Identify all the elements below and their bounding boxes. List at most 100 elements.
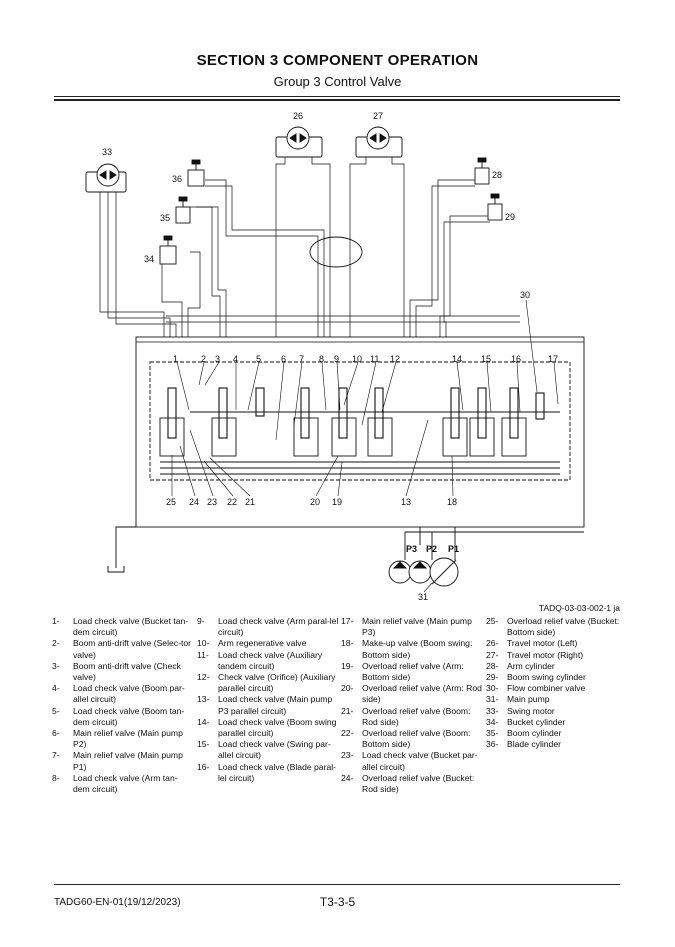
legend-item-text: Main pump xyxy=(507,694,550,705)
header-rule-thick xyxy=(54,99,620,101)
legend-item-number: 8- xyxy=(52,772,60,783)
legend-item-number: 30- xyxy=(486,683,499,694)
legend-item-text: Load check valve (Boom par-allel circuit… xyxy=(73,683,185,705)
legend-item-text: Boom anti-drift valve (Selec-tor valve) xyxy=(73,638,191,660)
blade-cylinder xyxy=(187,159,205,187)
callout-19: 19 xyxy=(332,497,342,507)
callout-15: 15 xyxy=(481,354,491,364)
callout-1: 1 xyxy=(173,354,178,364)
legend-item-text: Swing motor xyxy=(507,705,555,716)
callout-28: 28 xyxy=(492,170,502,180)
legend-item-text: Boom swing cylinder xyxy=(507,672,586,683)
main-pump xyxy=(388,557,459,587)
callout-16: 16 xyxy=(511,354,521,364)
actuator-lines xyxy=(99,150,584,343)
legend-item-number: 24- xyxy=(341,772,354,783)
legend-item-number: 11- xyxy=(197,649,209,660)
legend-item-text: Load check valve (Bucket tan-dem circuit… xyxy=(73,616,189,638)
legend-item: 30-Flow combiner valve xyxy=(486,683,628,694)
figure-id: TADQ-03-03-002-1 ja xyxy=(538,603,620,613)
legend-item: 19-Overload relief valve (Arm: Bottom si… xyxy=(341,661,483,683)
callout-5: 5 xyxy=(256,354,261,364)
legend-item: 6-Main relief valve (Main pump P2) xyxy=(52,728,194,750)
legend-item: 21-Overload relief valve (Boom: Rod side… xyxy=(341,706,483,728)
boom-swing-cylinder xyxy=(487,193,503,221)
callout-17: 17 xyxy=(548,354,558,364)
legend-item: 11-Load check valve (Auxiliary tandem ci… xyxy=(197,650,339,672)
legend-item: 13-Load check valve (Main pump P3 parall… xyxy=(197,694,339,716)
legend-item-text: Boom anti-drift valve (Check valve) xyxy=(73,660,181,683)
legend-item-number: 27- xyxy=(486,649,499,660)
legend-column-1: 1-Load check valve (Bucket tan-dem circu… xyxy=(52,616,194,795)
pump-labels: P3 P2 P1 xyxy=(406,544,459,554)
legend-item-number: 17- xyxy=(341,616,354,626)
legend-item: 20-Overload relief valve (Arm: Rod side) xyxy=(341,683,483,705)
legend-item-text: Overload relief valve (Bucket: Bottom si… xyxy=(507,616,620,638)
legend-item-number: 22- xyxy=(341,728,354,739)
legend-item-text: Arm cylinder xyxy=(507,660,555,671)
legend-item: 7- Main relief valve (Main pump P1) xyxy=(52,750,194,772)
legend-item-text: Load check valve (Boom tan-dem circuit) xyxy=(73,705,185,727)
legend-item-number: 18- xyxy=(341,638,354,649)
legend-item: 29-Boom swing cylinder xyxy=(486,672,628,683)
legend-item-text: Main relief valve (Main pump P1) xyxy=(73,750,183,772)
callout-18: 18 xyxy=(447,497,457,507)
legend-item: 5-Load check valve (Boom tan-dem circuit… xyxy=(52,706,194,728)
legend-item: 22- Overload relief valve (Boom: Bottom s… xyxy=(341,728,483,750)
legend-item-number: 6- xyxy=(52,728,60,739)
legend-item-number: 7- xyxy=(52,750,60,761)
control-valve-housing xyxy=(135,336,585,528)
callout-35: 35 xyxy=(160,213,170,223)
pump-label-p2: P2 xyxy=(426,544,437,554)
legend-item-number: 36- xyxy=(486,739,499,750)
legend-item: 26-Travel motor (Left) xyxy=(486,638,628,649)
legend-item-text: Overload relief valve (Boom: Bottom side… xyxy=(362,728,471,750)
travel-motor-left xyxy=(275,126,323,158)
legend-item: 1-Load check valve (Bucket tan-dem circu… xyxy=(52,616,194,638)
tank-drain-line xyxy=(115,526,136,568)
callout-22: 22 xyxy=(227,497,237,507)
callout-4: 4 xyxy=(233,354,238,364)
callout-labels: 1 2 3 4 5 6 7 8 9 10 11 12 13 14 15 16 1… xyxy=(102,111,558,602)
callout-25: 25 xyxy=(166,497,176,507)
legend-item-number: 4- xyxy=(52,683,60,694)
legend-column-2: 9-Load check valve (Arm paral-lel circui… xyxy=(197,616,339,784)
callout-13: 13 xyxy=(401,497,411,507)
legend-item: 24-Overload relief valve (Bucket: Rod si… xyxy=(341,773,483,795)
legend-item-text: Arm regenerative valve xyxy=(218,638,307,649)
legend-item-number: 28- xyxy=(486,660,499,671)
swing-motor xyxy=(85,163,127,193)
legend-item-text: Travel motor (Right) xyxy=(507,649,584,660)
legend-item-number: 10- xyxy=(197,638,210,649)
callout-24: 24 xyxy=(189,497,199,507)
legend-item: 34-Bucket cylinder xyxy=(486,717,628,728)
section-title: SECTION 3 COMPONENT OPERATION xyxy=(196,52,479,69)
legend-item-number: 9- xyxy=(197,616,205,626)
callout-33: 33 xyxy=(102,147,112,157)
legend-item-text: Load check valve (Boom swing parallel ci… xyxy=(218,716,337,739)
callout-11: 11 xyxy=(370,354,379,364)
legend-item-number: 25- xyxy=(486,616,499,626)
legend-item: 17-Main relief valve (Main pump P3) xyxy=(341,616,483,638)
group-subtitle: Group 3 Control Valve xyxy=(273,74,402,89)
legend-item-text: Travel motor (Left) xyxy=(507,638,578,649)
bucket-cylinder xyxy=(159,235,177,265)
legend-item: 28- Arm cylinder xyxy=(486,661,628,672)
header-rule xyxy=(54,96,620,97)
callout-14: 14 xyxy=(452,354,462,364)
legend-item-number: 13- xyxy=(197,694,210,705)
legend-item-number: 21- xyxy=(341,705,354,716)
callout-26: 26 xyxy=(293,111,303,121)
legend-item: 12-Check valve (Orifice) (Auxiliary para… xyxy=(197,672,339,694)
callout-12: 12 xyxy=(390,354,400,364)
parts-legend: 1-Load check valve (Bucket tan-dem circu… xyxy=(52,616,622,816)
legend-item: 2-Boom anti-drift valve (Selec-tor valve… xyxy=(52,638,194,660)
legend-item-text: Blade cylinder xyxy=(507,739,561,750)
legend-item-number: 23- xyxy=(341,750,354,761)
legend-item-number: 16- xyxy=(197,761,210,772)
legend-item-text: Load check valve (Swing par-allel circui… xyxy=(218,739,331,761)
legend-item: 8-Load check valve (Arm tan-dem circuit) xyxy=(52,773,194,795)
spool-valves xyxy=(167,387,545,439)
legend-item: 14-Load check valve (Boom swing parallel… xyxy=(197,717,339,739)
callout-23: 23 xyxy=(207,497,217,507)
